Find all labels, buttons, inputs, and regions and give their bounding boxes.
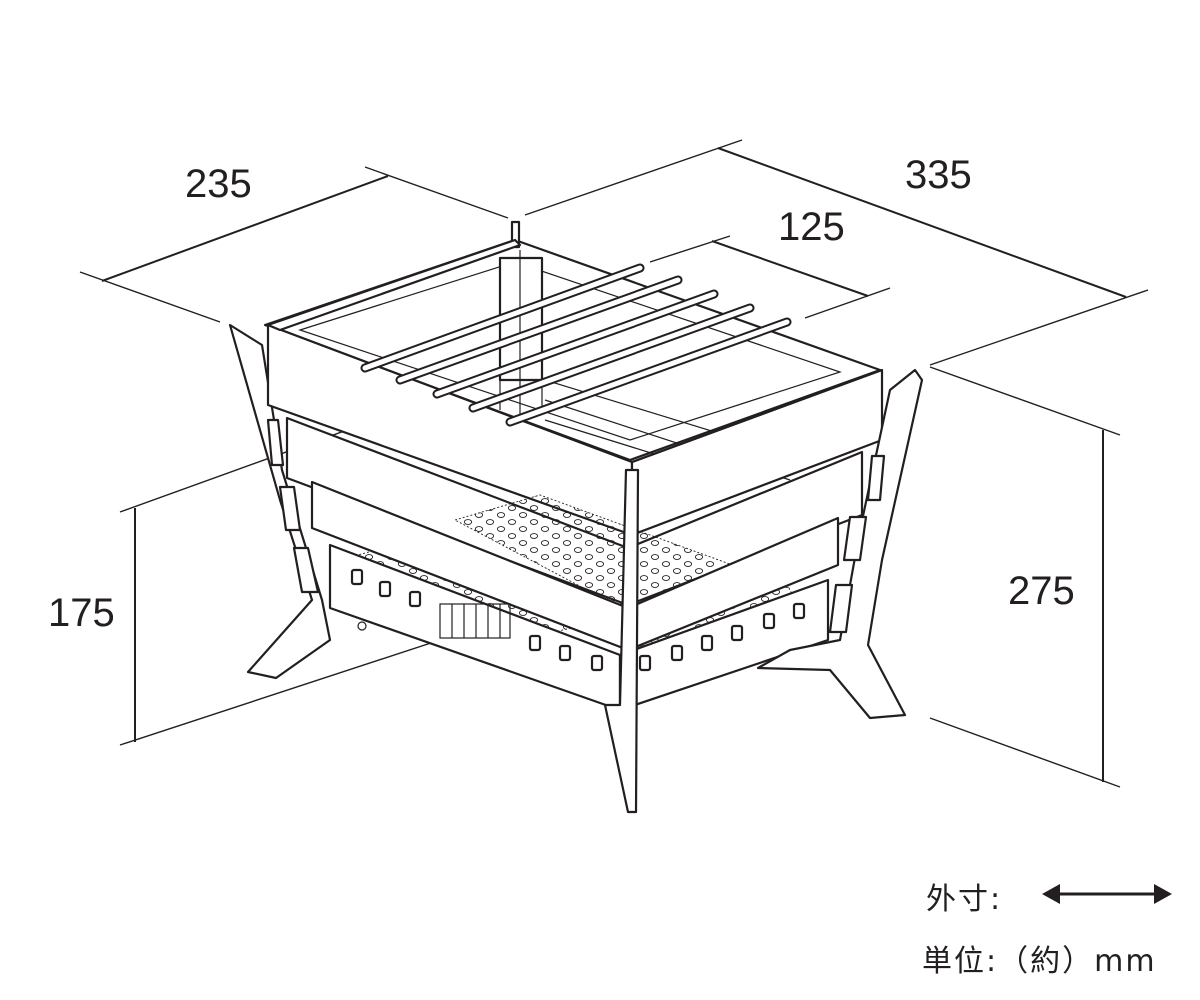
dimension-lines xyxy=(79,139,1149,788)
dimension-total-height-label: 275 xyxy=(1008,569,1075,613)
dimension-grill-label: 125 xyxy=(778,205,845,249)
legend-unit-label: 単位:（約）mm xyxy=(922,944,1157,979)
grill-illustration xyxy=(228,220,924,814)
dimension-body-height-label: 175 xyxy=(48,591,115,635)
skewer-rods xyxy=(360,263,792,427)
double-arrow-icon xyxy=(1042,884,1172,904)
dimension-depth-label: 235 xyxy=(185,162,252,206)
legend-outer-label: 外寸: xyxy=(926,882,1003,917)
vent-slots xyxy=(350,568,806,672)
dimension-width-label: 335 xyxy=(905,153,972,197)
